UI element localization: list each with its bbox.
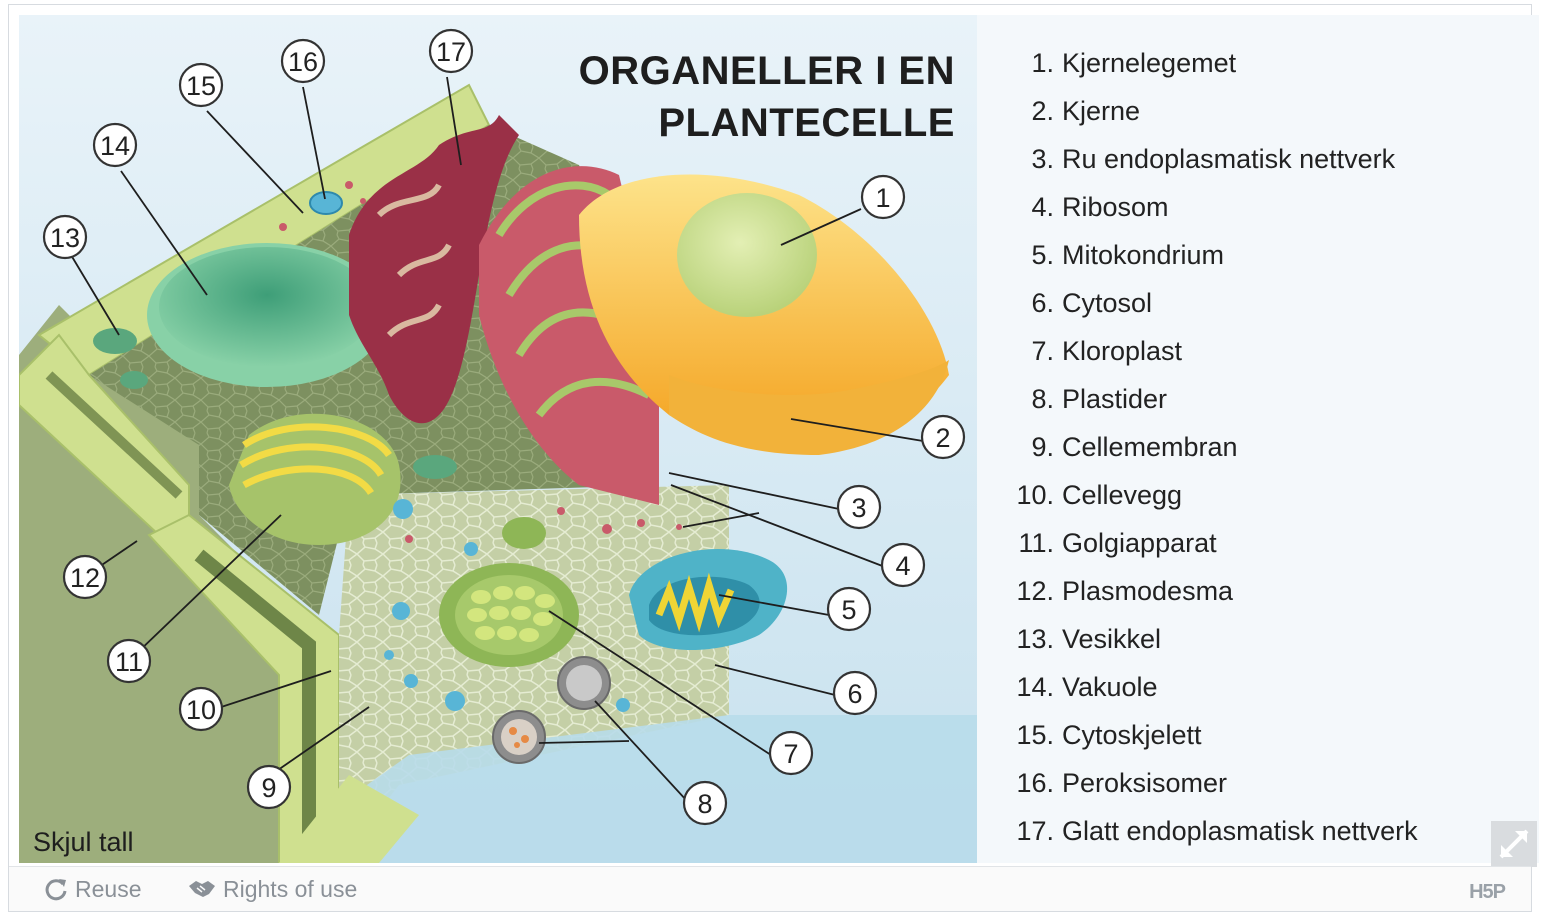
callout-12: 12 bbox=[62, 554, 108, 600]
rights-of-use-button[interactable]: Rights of use bbox=[187, 875, 357, 903]
legend-item: 1.Kjernelegemet bbox=[1031, 48, 1237, 78]
svg-text:17: 17 bbox=[436, 37, 466, 67]
legend-item: 16.Peroksisomer bbox=[1016, 768, 1228, 798]
legend-item: 14.Vakuole bbox=[1016, 672, 1158, 702]
plant-cell-illustration: 1 2 3 4 5 6 7 8 9 10 11 12 13 14 15 16 1… bbox=[19, 15, 977, 863]
legend-list: 1.Kjernelegemet 2.Kjerne 3.Ru endoplasma… bbox=[1007, 39, 1418, 855]
reuse-label: Reuse bbox=[75, 875, 142, 902]
legend-item: 3.Ru endoplasmatisk nettverk bbox=[1031, 144, 1396, 174]
callout-7: 7 bbox=[768, 730, 814, 776]
svg-text:15: 15 bbox=[186, 71, 216, 101]
svg-text:3: 3 bbox=[851, 493, 866, 523]
h5p-footer: Reuse Rights of use H5P bbox=[9, 866, 1531, 911]
h5p-logo: H5P bbox=[1469, 881, 1506, 903]
svg-text:10: 10 bbox=[186, 695, 216, 725]
callout-2: 2 bbox=[920, 414, 966, 460]
legend-item: 5.Mitokondrium bbox=[1031, 240, 1225, 270]
fullscreen-button[interactable] bbox=[1491, 821, 1537, 867]
legend-item: 2.Kjerne bbox=[1031, 96, 1141, 126]
diagram-title: ORGANELLER I EN PLANTECELLE bbox=[539, 45, 955, 149]
rights-of-use-label: Rights of use bbox=[223, 875, 358, 902]
svg-text:16: 16 bbox=[288, 47, 318, 77]
svg-text:11: 11 bbox=[115, 647, 143, 677]
callout-11: 11 bbox=[106, 638, 152, 684]
legend-item: 4.Ribosom bbox=[1031, 192, 1169, 222]
legend-item: 6.Cytosol bbox=[1031, 288, 1153, 318]
svg-text:9: 9 bbox=[261, 773, 276, 803]
legend-item: 11.Golgiapparat bbox=[1018, 528, 1217, 558]
svg-text:13: 13 bbox=[50, 223, 80, 253]
legend-item: 17.Glatt endoplasmatisk nettverk bbox=[1016, 816, 1418, 846]
callout-14: 14 bbox=[92, 122, 138, 168]
reuse-button[interactable]: Reuse bbox=[43, 875, 141, 903]
svg-text:8: 8 bbox=[697, 789, 712, 819]
callout-8: 8 bbox=[682, 780, 728, 826]
legend-item: 15.Cytoskjelett bbox=[1016, 720, 1202, 750]
callout-17: 17 bbox=[428, 28, 474, 74]
legend-item: 12.Plasmodesma bbox=[1016, 576, 1234, 606]
callout-1: 1 bbox=[860, 174, 906, 220]
callout-4: 4 bbox=[880, 542, 926, 588]
callout-9: 9 bbox=[246, 764, 292, 810]
svg-text:12: 12 bbox=[70, 563, 100, 593]
svg-text:6: 6 bbox=[847, 679, 862, 709]
h5p-frame: 1 2 3 4 5 6 7 8 9 10 11 12 13 14 15 16 1… bbox=[8, 4, 1539, 912]
callout-5: 5 bbox=[826, 586, 872, 632]
handshake-icon bbox=[189, 881, 215, 897]
legend-item: 10.Cellevegg bbox=[1016, 480, 1183, 510]
legend-item: 9.Cellemembran bbox=[1031, 432, 1238, 462]
diagram-stage: 1 2 3 4 5 6 7 8 9 10 11 12 13 14 15 16 1… bbox=[19, 15, 977, 863]
callout-10: 10 bbox=[178, 686, 224, 732]
legend-item: 13.Vesikkel bbox=[1016, 624, 1162, 654]
svg-text:7: 7 bbox=[783, 739, 798, 769]
svg-text:5: 5 bbox=[841, 595, 856, 625]
expand-icon bbox=[1499, 829, 1529, 859]
title-line-2: PLANTECELLE bbox=[658, 101, 955, 145]
hide-numbers-toggle[interactable]: Skjul tall bbox=[33, 827, 134, 857]
callout-3: 3 bbox=[836, 484, 882, 530]
callout-13: 13 bbox=[42, 214, 88, 260]
callout-16: 16 bbox=[280, 38, 326, 84]
svg-text:2: 2 bbox=[935, 423, 950, 453]
legend-item: 8.Plastider bbox=[1031, 384, 1168, 414]
legend-panel: 1.Kjernelegemet 2.Kjerne 3.Ru endoplasma… bbox=[977, 15, 1539, 863]
callout-15: 15 bbox=[178, 62, 224, 108]
svg-text:14: 14 bbox=[100, 131, 130, 161]
refresh-icon bbox=[45, 879, 67, 901]
leader-lines bbox=[70, 76, 924, 802]
title-line-1: ORGANELLER I EN bbox=[578, 49, 955, 93]
svg-text:4: 4 bbox=[895, 551, 910, 581]
callout-6: 6 bbox=[832, 670, 878, 716]
legend-item: 7.Kloroplast bbox=[1031, 336, 1183, 366]
svg-text:1: 1 bbox=[875, 183, 890, 213]
